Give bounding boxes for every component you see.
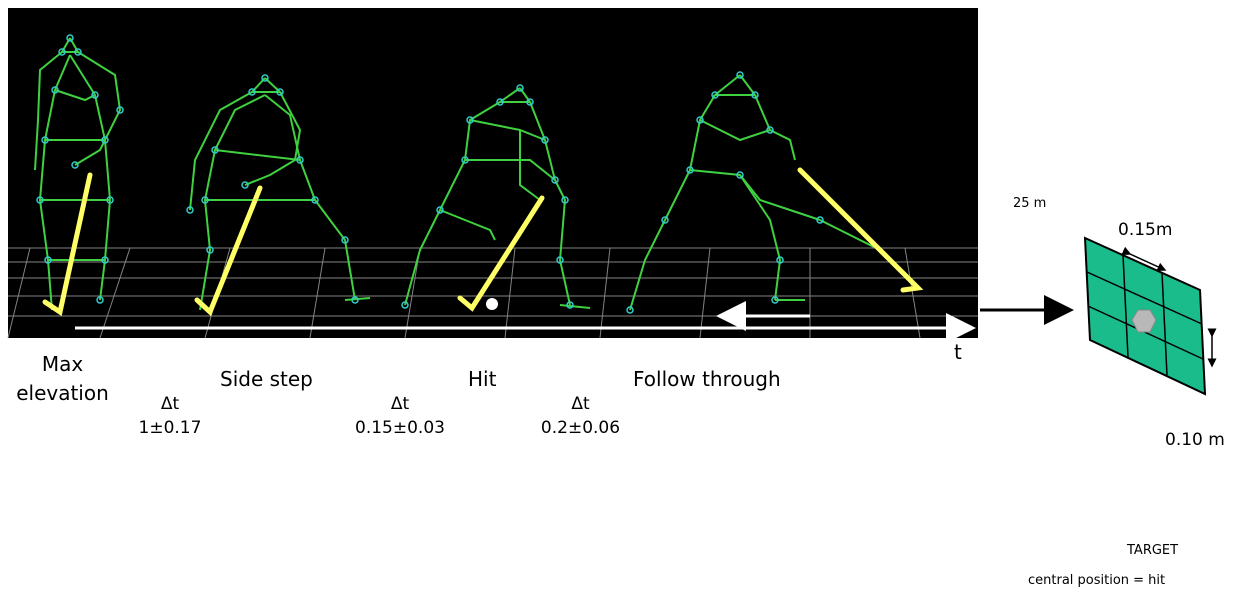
floor-grid bbox=[7, 247, 978, 339]
stick-max-elevation bbox=[42, 172, 93, 317]
target-grid bbox=[1083, 236, 1217, 396]
stick-hit bbox=[457, 195, 545, 312]
skeleton-follow-through bbox=[629, 74, 881, 311]
target-title: TARGET bbox=[1127, 543, 1179, 558]
distance-label: 25 m bbox=[1013, 196, 1047, 211]
capture-panel bbox=[8, 8, 978, 338]
target-caption: central position = hit bbox=[1028, 573, 1166, 588]
interval-2: Δt 0.15±0.03 bbox=[355, 394, 445, 438]
time-axis-label: t bbox=[954, 340, 962, 364]
phase-label-max-elevation: Max elevation bbox=[16, 352, 109, 405]
phase-label-hit: Hit bbox=[468, 367, 497, 391]
target-center-marker bbox=[1131, 309, 1157, 333]
joint-markers bbox=[36, 34, 824, 314]
phase-label-follow-through: Follow through bbox=[633, 367, 781, 391]
skeleton-hit bbox=[404, 87, 591, 309]
stick-side-step bbox=[194, 185, 263, 317]
interval-3: Δt 0.2±0.06 bbox=[540, 394, 621, 438]
phase-label-side-step: Side step bbox=[220, 367, 313, 391]
interval-1: Δt 1±0.17 bbox=[138, 394, 202, 438]
width-dimension-arrow bbox=[1121, 246, 1167, 271]
target-height-label: 0.10 m bbox=[1165, 430, 1225, 450]
skeleton-side-step bbox=[189, 77, 371, 311]
skeleton-max-elevation bbox=[34, 37, 122, 311]
ball bbox=[486, 298, 498, 310]
target-width-label: 0.15m bbox=[1118, 220, 1173, 240]
stick-follow-through bbox=[797, 167, 924, 293]
stick-markers bbox=[42, 167, 924, 317]
